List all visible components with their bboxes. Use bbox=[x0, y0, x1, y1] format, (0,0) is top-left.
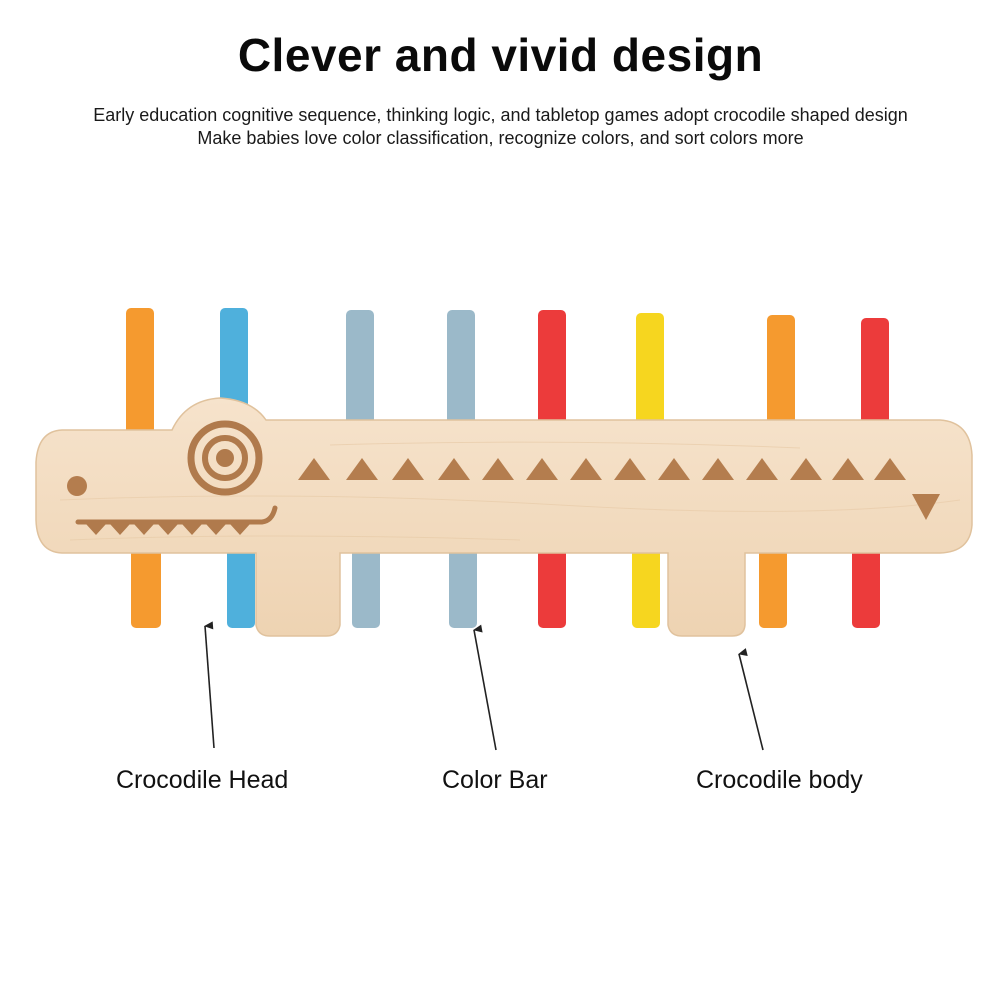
peg-6-bottom bbox=[632, 540, 660, 628]
peg-7-top bbox=[767, 315, 795, 435]
description-line-1: Early education cognitive sequence, thin… bbox=[93, 105, 908, 125]
label-color-bar: Color Bar bbox=[442, 766, 548, 794]
peg-1-top bbox=[126, 308, 154, 448]
wood-grain bbox=[59, 441, 961, 541]
label-crocodile-head: Crocodile Head bbox=[116, 766, 289, 794]
back-triangles bbox=[298, 458, 906, 480]
peg-5-top bbox=[538, 310, 566, 430]
peg-1-bottom bbox=[131, 540, 161, 628]
arrow-bar bbox=[473, 624, 497, 751]
peg-3-top bbox=[346, 310, 374, 430]
crocodile-body bbox=[35, 397, 973, 637]
peg-6-top bbox=[636, 313, 664, 433]
nostril bbox=[67, 476, 87, 496]
crocodile-eye bbox=[187, 420, 263, 496]
peg-5-bottom bbox=[538, 540, 566, 628]
peg-7-bottom bbox=[759, 540, 787, 628]
peg-tops bbox=[126, 308, 889, 448]
peg-2-bottom bbox=[227, 540, 255, 628]
arrow-body bbox=[738, 648, 764, 751]
tail-triangle bbox=[912, 494, 940, 520]
arrow-head bbox=[204, 621, 215, 749]
peg-3-bottom bbox=[352, 540, 380, 628]
peg-bottoms bbox=[131, 540, 880, 628]
peg-8-top bbox=[861, 318, 889, 438]
peg-4-top bbox=[447, 310, 475, 430]
peg-2-top bbox=[220, 308, 248, 418]
peg-4-bottom bbox=[449, 540, 477, 628]
description-line-2: Make babies love color classification, r… bbox=[197, 128, 804, 148]
headline: Clever and vivid design bbox=[237, 29, 764, 81]
peg-8-bottom bbox=[852, 540, 880, 628]
crocodile-mouth bbox=[75, 505, 278, 535]
label-crocodile-body: Crocodile body bbox=[696, 766, 863, 794]
